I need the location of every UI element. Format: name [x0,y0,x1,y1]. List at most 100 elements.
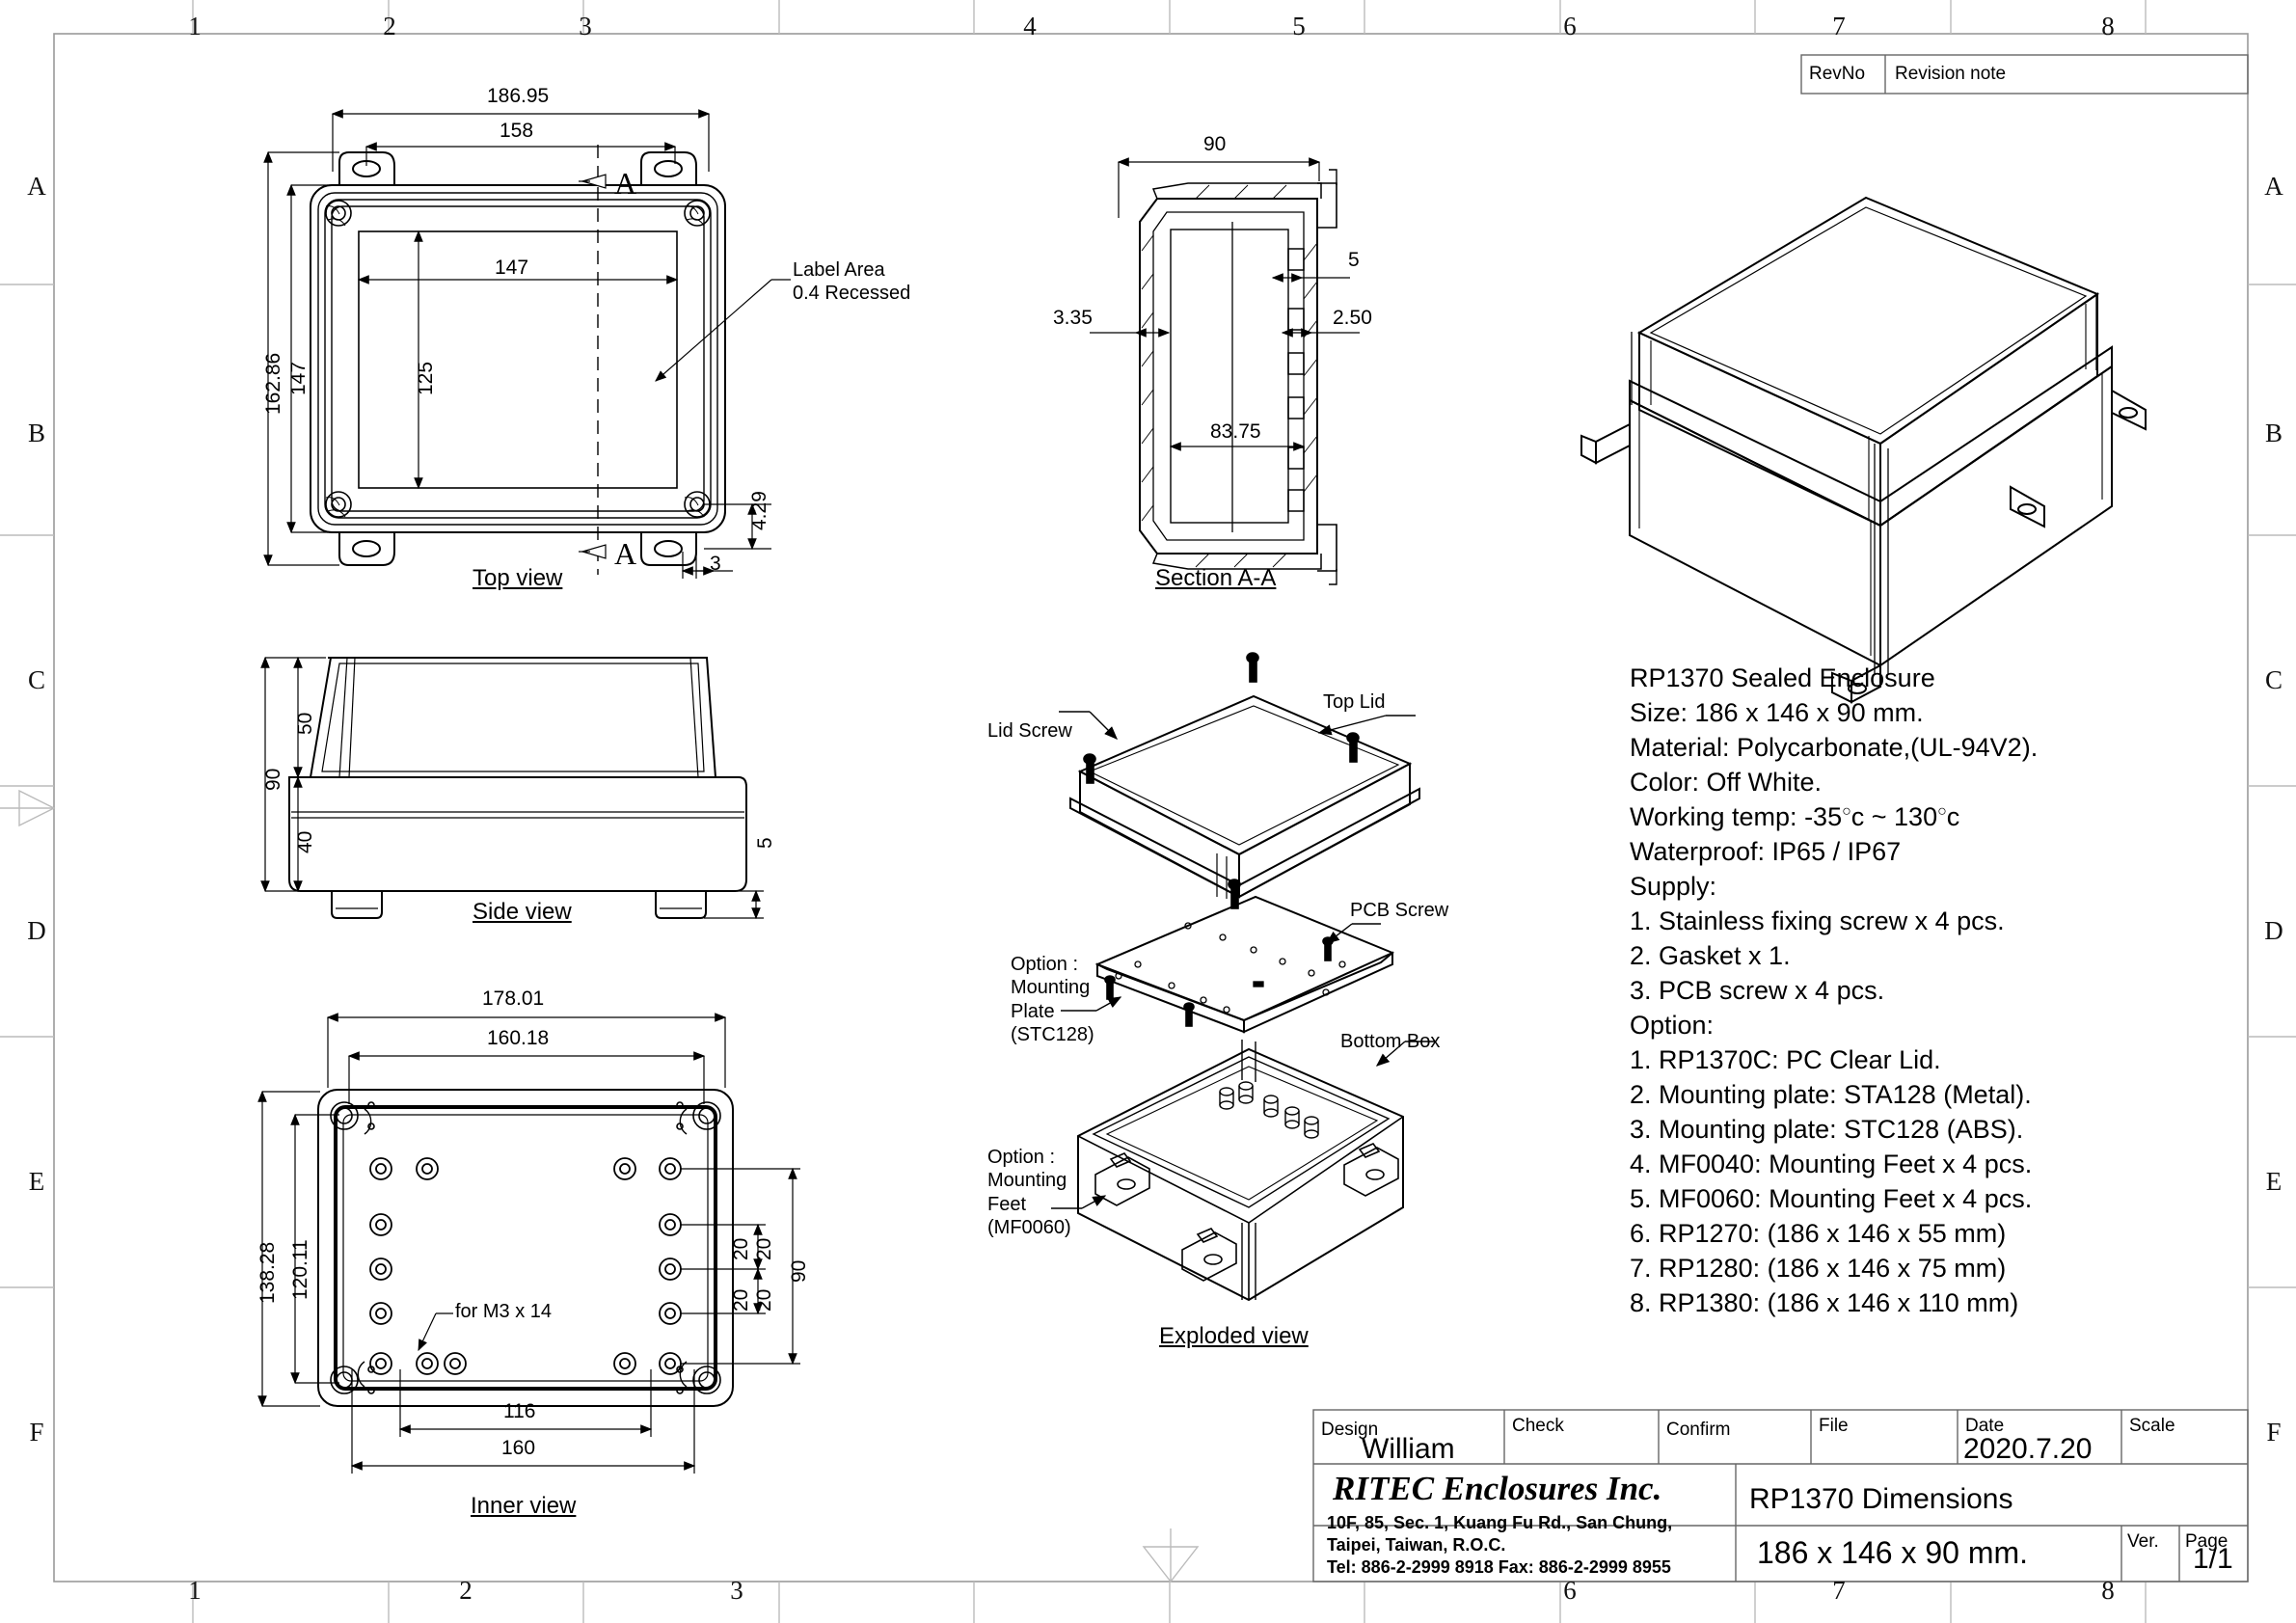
title-block-date-label: Date [1965,1416,2005,1436]
label-area-callout: Label Area 0.4 Recessed [793,259,911,305]
top-view-label: Top view [473,565,563,591]
exploded-view-plate [1094,895,1394,1034]
spec-line-7: 1. Stainless fixing screw x 4 pcs. [1630,906,2005,935]
specification-list: RP1370 Sealed Enclosure Size: 186 x 146 … [1630,661,2038,1320]
dim-inner-inner-height: 120.11 [289,1239,311,1300]
frame-col-7: 7 [1832,12,1846,41]
section-aa-geometry [1139,169,1337,585]
frame-col-8-bottom: 8 [2101,1576,2115,1605]
spec-line-12: 2. Mounting plate: STA128 (Metal). [1630,1080,2032,1109]
dim-top-foot-width: 3 [710,553,721,575]
frame-col-1: 1 [188,12,202,41]
top-view-geometry [310,145,726,575]
title-block-scale-label: Scale [2129,1416,2175,1436]
exploded-view-leaders [1051,711,1435,1209]
dim-section-wall-right: 2.50 [1333,307,1372,329]
frame-row-c-left: C [27,665,45,694]
dim-section-rib: 5 [1348,249,1360,271]
frame-col-6: 6 [1563,12,1577,41]
exploded-view-lid [1069,652,1420,909]
spec-line-8: 2. Gasket x 1. [1630,941,1791,970]
dim-top-recess-height: 125 [415,361,437,395]
inner-view-label: Inner view [471,1493,577,1519]
section-view-label: Section A-A [1155,565,1277,591]
spec-line-11: 1. RP1370C: PC Clear Lid. [1630,1045,1941,1074]
centering-mark [0,789,1200,1583]
frame-col-3: 3 [579,12,592,41]
title-block-check-label: Check [1512,1416,1564,1436]
frame-col-1-bottom: 1 [188,1576,202,1605]
frame-row-f-right: F [2266,1418,2282,1447]
company-name: RITEC Enclosures Inc. [1333,1470,1662,1507]
dim-inner-pitch-top: 20 [753,1237,775,1260]
callout-lid-screw: Lid Screw [987,720,1072,742]
spec-line-5: Waterproof: IP65 / IP67 [1630,837,1902,866]
dim-inner-boss-span: 90 [788,1259,810,1283]
frame-row-d-right: D [2264,916,2283,945]
dim-inner-pitch-top2: 20 [730,1237,752,1260]
dim-inner-pitch-bot: 20 [753,1288,775,1312]
title-block-grid [1312,1409,2249,1582]
title-block-ver-label: Ver. [2127,1531,2159,1552]
dim-section-height: 90 [1203,133,1227,155]
callout-mounting-feet: Option : Mounting Feet (MF0060) [987,1147,1071,1239]
dim-side-base: 40 [294,830,316,853]
working-temp-mid: c ~ 130 [1850,802,1938,831]
side-view-dimensions [260,656,764,920]
spec-line-9: 3. PCB screw x 4 pcs. [1630,976,1885,1005]
company-address-line1: 10F, 85, Sec. 1, Kuang Fu Rd., San Chung… [1327,1513,1673,1532]
revision-no-header: RevNo [1809,64,1866,84]
spec-line-6: Supply: [1630,872,1717,901]
title-block-page-label: Page [2185,1531,2228,1552]
isometric-view [1580,196,2147,704]
dim-top-overall-height: 162.86 [262,352,284,415]
callout-top-lid: Top Lid [1323,691,1386,713]
dim-inner-outer-height: 138.28 [257,1241,279,1304]
frame-col-7-bottom: 7 [1832,1576,1846,1605]
spec-line-2: Material: Polycarbonate,(UL-94V2). [1630,733,2039,762]
dim-top-foot-offset: 4.29 [748,491,770,530]
dim-top-overall-width: 186.95 [487,85,550,107]
dim-inner-pitch-bot2: 20 [730,1288,752,1312]
dim-inner-pcb-width: 116 [503,1400,536,1422]
frame-col-2-bottom: 2 [459,1576,473,1605]
frame-col-8: 8 [2101,12,2115,41]
company-address-line3: Tel: 886-2-2999 8918 Fax: 886-2-2999 895… [1327,1557,1671,1577]
frame-col-3-bottom: 3 [730,1576,743,1605]
dim-top-recess-width: 147 [495,257,529,279]
revision-block-grid [1800,54,2249,95]
callout-mounting-plate: Option : Mounting Plate (STC128) [1011,954,1094,1046]
dim-inner-inner-width: 160.18 [487,1027,550,1049]
dim-inner-outer-width: 178.01 [482,987,545,1010]
frame-col-6-bottom: 6 [1563,1576,1577,1605]
spec-line-working-temp: Working temp: -35○c ~ 130○c [1630,799,2038,834]
spec-line-15: 5. MF0060: Mounting Feet x 4 pcs. [1630,1184,2033,1213]
dim-top-lid-height: 147 [287,361,310,395]
degree-symbol-2: ○ [1937,803,1947,820]
title-block-file-label: File [1819,1416,1849,1436]
title-block-page-value: 1/1 [2193,1543,2233,1575]
section-mark-a-top: A [614,166,637,201]
dim-side-foot: 5 [754,837,776,849]
frame-row-b-right: B [2264,419,2282,447]
dim-section-inner-depth: 83.75 [1210,420,1261,443]
section-aa-dimensions [1090,157,1360,451]
drawing-title: RP1370 Dimensions [1749,1483,2013,1515]
exploded-view-label: Exploded view [1159,1323,1309,1349]
side-view-geometry [288,657,747,919]
spec-line-0: RP1370 Sealed Enclosure [1630,663,1935,692]
exploded-view-box [1077,1040,1404,1302]
frame-row-b-left: B [27,419,45,447]
dim-side-lid: 50 [294,712,316,735]
spec-line-13: 3. Mounting plate: STC128 (ABS). [1630,1115,2024,1144]
frame-col-4: 4 [1023,12,1037,41]
drawing-size: 186 x 146 x 90 mm. [1757,1535,2029,1570]
dim-side-total: 90 [262,768,284,791]
spec-line-3: Color: Off White. [1630,768,1823,797]
spec-line-1: Size: 186 x 146 x 90 mm. [1630,698,1924,727]
inner-view-geometry [317,1089,734,1407]
frame-row-a-right: A [2264,172,2283,201]
